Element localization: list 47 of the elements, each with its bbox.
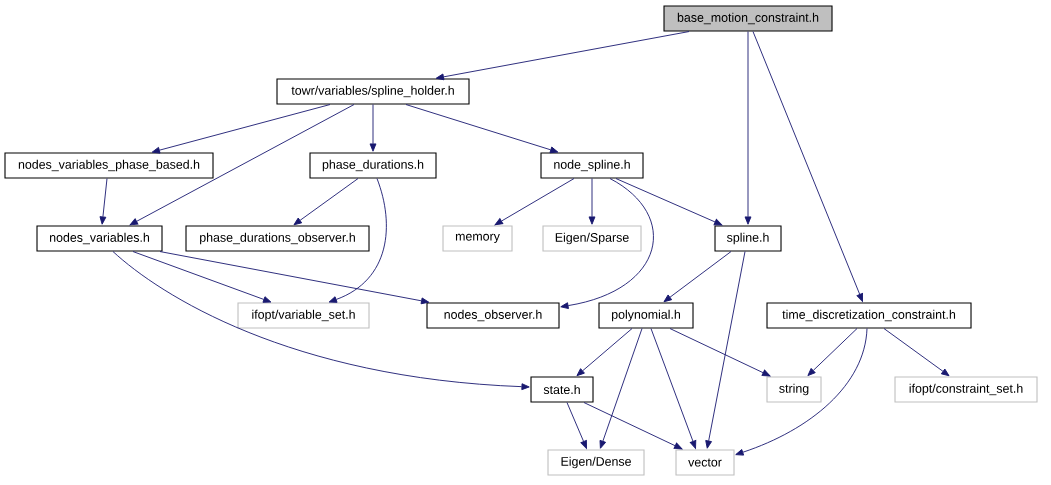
highlighted-file-box: base_motion_constraint.h [663,5,833,32]
file-box: state.h [530,376,594,403]
file-box: nodes_observer.h [426,302,560,329]
arrow [615,178,723,226]
external-file-box: Eigen/Sparse [542,225,642,252]
arrow [112,251,530,391]
arrow [560,178,654,309]
external-file-box: vector [675,449,735,476]
arrow [99,178,108,225]
arrow [744,31,752,225]
external-file-box: string [766,376,822,403]
file-box: time_discretization_constraint.h [766,302,972,329]
file-box: polynomial.h [598,302,694,329]
file-box: phase_durations.h [309,152,437,179]
file-box: nodes_variables_phase_based.h [4,152,214,179]
arrow [369,104,377,152]
arrow [151,104,331,154]
arrow [583,402,683,450]
external-file-box: ifopt/variable_set.h [237,302,370,329]
arrow [650,328,697,449]
external-file-box: Eigen/Dense [547,449,645,476]
file-box: spline.h [714,225,782,252]
arrow [293,178,359,226]
arrow [599,328,643,449]
file-box: towr/variables/spline_holder.h [276,78,470,105]
arrow [576,328,633,377]
file-box: phase_durations_observer.h [185,225,370,252]
arrow [132,251,272,303]
external-file-box: ifopt/constraint_set.h [894,376,1038,403]
arrow [705,251,746,449]
arrow [405,104,559,154]
arrow [435,31,690,81]
arrow [159,251,430,305]
external-file-box: memory [442,225,513,252]
arrow [807,328,858,377]
file-box: node_spline.h [540,152,644,179]
arrow [588,178,596,225]
arrow [752,31,863,302]
file-box: nodes_variables.h [36,225,163,252]
arrow [883,328,950,377]
arrow [735,328,868,456]
arrow [328,178,387,303]
arrow [494,178,575,226]
arrow [566,402,587,449]
arrow [663,251,732,303]
arrow [669,328,771,377]
arrow [129,104,355,226]
